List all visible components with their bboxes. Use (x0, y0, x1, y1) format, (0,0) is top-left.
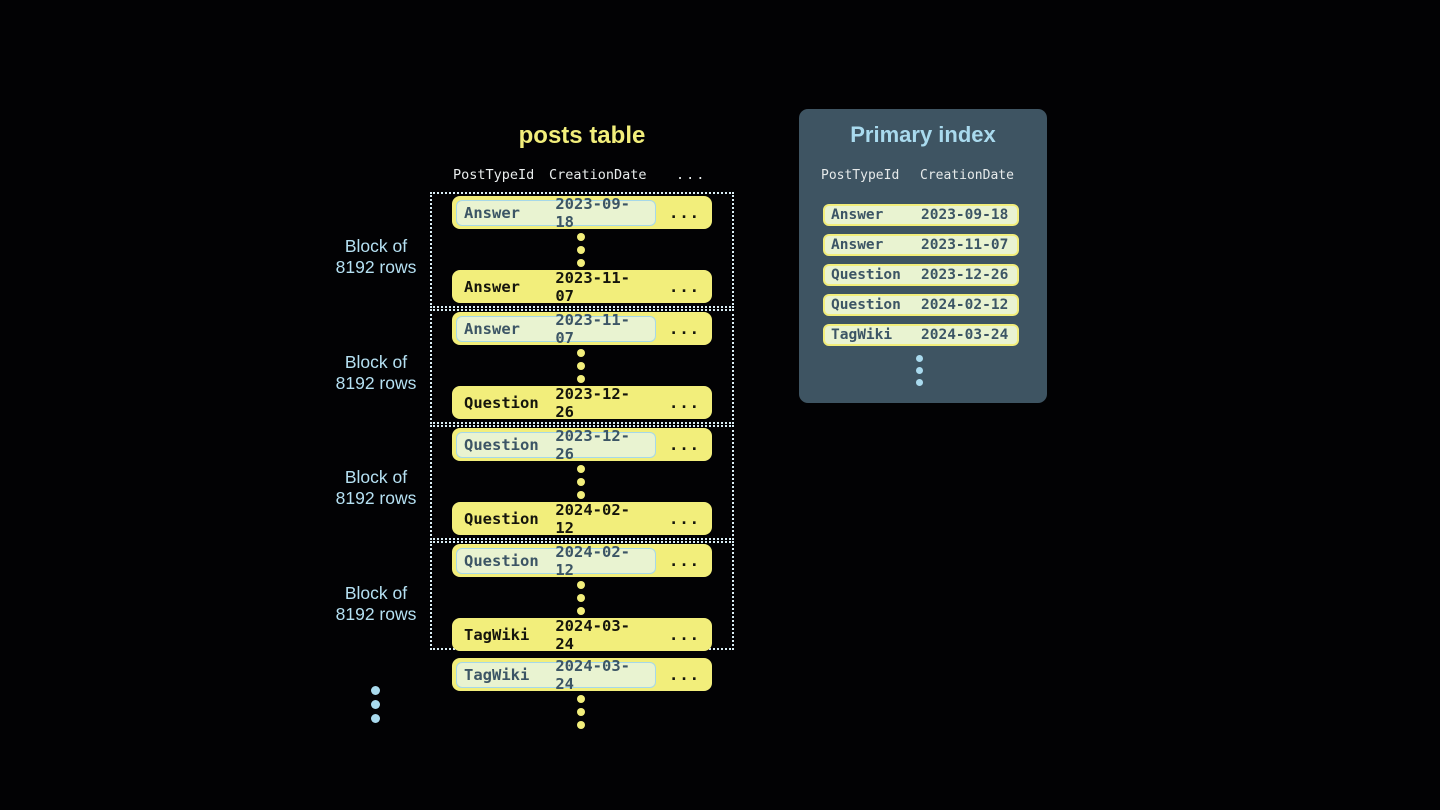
dot (577, 246, 585, 254)
dot (371, 686, 380, 695)
dot (577, 362, 585, 370)
more-blocks-ellipsis (371, 686, 380, 723)
index-column-posttypeid: PostTypeId (821, 168, 900, 183)
row-more-ellipsis: ... (669, 509, 700, 528)
index-ellipsis-dots (916, 355, 923, 386)
table-row: TagWiki 2024-03-24 ... (452, 617, 712, 653)
ellipsis-dots (577, 465, 585, 499)
dot (577, 259, 585, 267)
indexed-row-highlight: TagWiki 2024-03-24 (456, 657, 656, 693)
row-more-ellipsis: ... (669, 319, 700, 338)
index-entry: Answer 2023-11-07 (823, 234, 1019, 256)
index-entry: Question 2024-02-12 (823, 294, 1019, 316)
block-label-3: Block of 8192 rows (335, 467, 417, 508)
index-entry: Answer 2023-09-18 (823, 204, 1019, 226)
block-border-3 (430, 425, 734, 540)
dot (577, 375, 585, 383)
block-label-2: Block of 8192 rows (335, 352, 417, 393)
ellipsis-dots (577, 233, 585, 267)
dot (577, 708, 585, 716)
indexed-row-highlight: Question 2024-02-12 (456, 543, 656, 579)
primary-index-title: Primary index (850, 122, 996, 147)
indexed-row-highlight: Answer 2023-11-07 (456, 311, 656, 347)
table-row: Answer 2023-09-18 ... (452, 195, 712, 231)
posts-column-more: ... (676, 167, 707, 183)
row-more-ellipsis: ... (669, 203, 700, 222)
dot (577, 581, 585, 589)
dot (577, 465, 585, 473)
dot (577, 349, 585, 357)
block-border-2 (430, 309, 734, 424)
row-more-ellipsis: ... (669, 551, 700, 570)
ellipsis-dots (577, 349, 585, 383)
table-row: Question 2023-12-26 ... (452, 427, 712, 463)
index-column-creationdate: CreationDate (920, 168, 1014, 183)
posts-column-posttypeid: PostTypeId (453, 167, 535, 183)
dot (577, 478, 585, 486)
posts-column-creationdate: CreationDate (549, 167, 647, 183)
table-row: Question 2024-02-12 ... (452, 501, 712, 537)
dot (577, 491, 585, 499)
dot (577, 594, 585, 602)
ellipsis-dots (577, 695, 585, 729)
dot (916, 355, 923, 362)
dot (371, 714, 380, 723)
dot (916, 367, 923, 374)
row-more-ellipsis: ... (669, 435, 700, 454)
table-row: Answer 2023-11-07 ... (452, 311, 712, 347)
ellipsis-dots (577, 581, 585, 615)
block-label-1: Block of 8192 rows (335, 236, 417, 277)
dot (577, 721, 585, 729)
row-more-ellipsis: ... (669, 625, 700, 644)
index-entry: Question 2023-12-26 (823, 264, 1019, 286)
dot (577, 233, 585, 241)
primary-index-panel: Primary index PostTypeId CreationDate An… (799, 109, 1047, 403)
table-row: Question 2024-02-12 ... (452, 543, 712, 579)
table-row: Question 2023-12-26 ... (452, 385, 712, 421)
table-row: Answer 2023-11-07 ... (452, 269, 712, 305)
row-more-ellipsis: ... (669, 393, 700, 412)
index-entry: TagWiki 2024-03-24 (823, 324, 1019, 346)
row-more-ellipsis: ... (669, 665, 700, 684)
row-more-ellipsis: ... (669, 277, 700, 296)
block-label-4: Block of 8192 rows (335, 583, 417, 624)
indexed-row-highlight: Question 2023-12-26 (456, 427, 656, 463)
table-row: TagWiki 2024-03-24 ... (452, 657, 712, 693)
dot (371, 700, 380, 709)
posts-table-title: posts table (518, 122, 646, 149)
dot (577, 607, 585, 615)
dot (916, 379, 923, 386)
block-border-1 (430, 192, 734, 308)
dot (577, 695, 585, 703)
indexed-row-highlight: Answer 2023-09-18 (456, 195, 656, 231)
